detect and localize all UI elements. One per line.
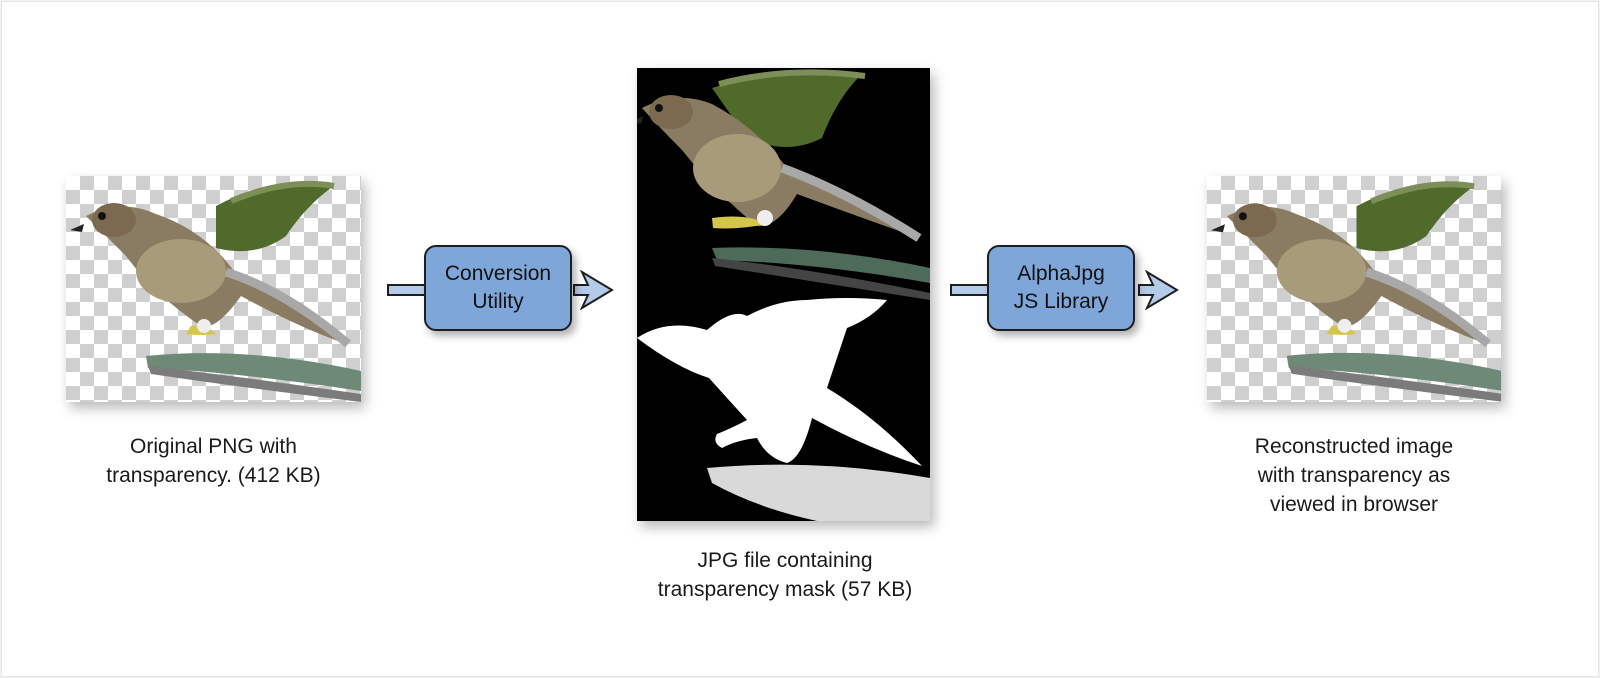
- flow-arrow-to-library: [950, 270, 1179, 310]
- falcon-silhouette-mask: [637, 298, 930, 521]
- falcon-body: [1210, 181, 1491, 348]
- falcon-color-half: [637, 69, 930, 300]
- falcon-illustration: [70, 180, 361, 402]
- caption-line: viewed in browser: [1269, 493, 1439, 516]
- caption-line: Reconstructed image: [1254, 435, 1454, 458]
- caption-line: transparency mask (57 KB): [657, 578, 913, 601]
- alphajpg-library-box: AlphaJpg JS Library: [987, 245, 1135, 331]
- box-label: AlphaJpg: [1017, 262, 1105, 285]
- caption-line: JPG file containing: [697, 549, 873, 572]
- caption-line: with transparency as: [1257, 464, 1451, 487]
- reconstructed-image: [1207, 176, 1501, 402]
- jpg-caption: JPG file containing transparency mask (5…: [600, 546, 970, 604]
- falcon-body: [70, 180, 351, 348]
- conversion-utility-box: Conversion Utility: [424, 245, 572, 331]
- falcon-illustration: [1210, 181, 1501, 402]
- jpg-with-mask-image: [637, 68, 930, 521]
- perch-branch: [146, 353, 361, 402]
- box-label: Conversion: [444, 262, 552, 285]
- box-label: JS Library: [1013, 290, 1109, 313]
- reconstructed-caption: Reconstructed image with transparency as…: [1175, 432, 1533, 519]
- original-png-image: [66, 176, 361, 402]
- original-png-caption: Original PNG with transparency. (412 KB): [66, 432, 361, 490]
- box-label: Utility: [472, 290, 524, 313]
- falcon-illustration: [637, 69, 930, 521]
- caption-line: transparency. (412 KB): [106, 464, 321, 487]
- caption-line: Original PNG with: [130, 435, 297, 458]
- perch-branch: [1286, 352, 1501, 402]
